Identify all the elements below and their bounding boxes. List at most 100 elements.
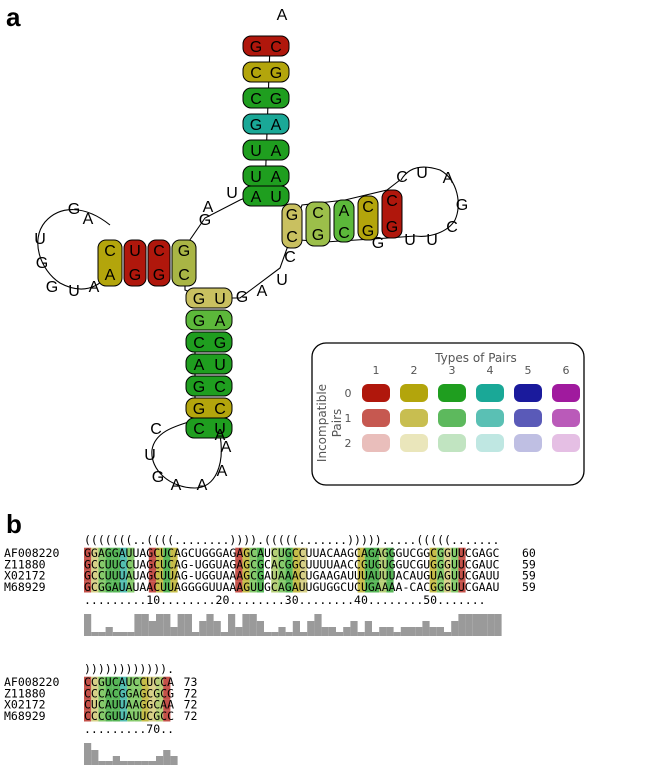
pair-highlight — [105, 710, 113, 722]
pair-highlight — [256, 570, 264, 582]
conservation-bar — [91, 632, 99, 636]
pair-highlight — [372, 570, 380, 582]
pair-highlight — [235, 547, 243, 559]
svg-text:U: U — [416, 165, 428, 182]
svg-text:A: A — [221, 439, 232, 456]
conservation-bar — [127, 632, 135, 636]
svg-text:C: C — [178, 267, 190, 284]
pair-highlight — [242, 581, 250, 593]
pair-highlight — [451, 558, 459, 571]
pair-highlight — [141, 676, 149, 688]
pair-highlight — [98, 676, 106, 688]
legend-swatch-1-3 — [438, 409, 466, 427]
svg-text:C: C — [214, 379, 226, 396]
pair-highlight — [278, 570, 286, 582]
pair-highlight — [148, 699, 156, 711]
legend-row-1: 1 — [345, 412, 352, 425]
svg-text:A: A — [217, 463, 228, 480]
pair-highlight — [292, 558, 300, 571]
sequence-end-index: 72 — [184, 686, 198, 700]
conservation-bar — [451, 621, 459, 636]
pair-highlight — [372, 547, 380, 559]
pair-highlight — [285, 570, 293, 582]
sequence-name: AF008220 — [4, 546, 59, 560]
pair-highlight — [163, 547, 171, 559]
legend-swatch-0-4 — [476, 384, 504, 402]
pair-highlight — [271, 570, 279, 582]
svg-text:C: C — [286, 229, 298, 246]
svg-text:A: A — [215, 313, 226, 330]
legend-col-2: 2 — [411, 364, 418, 377]
svg-text:G: G — [68, 201, 80, 218]
svg-text:C: C — [153, 243, 165, 260]
legend-swatch-0-1 — [362, 384, 390, 402]
svg-text:G: G — [270, 65, 282, 82]
conservation-bar — [321, 627, 329, 636]
svg-text:C: C — [250, 65, 262, 82]
pair-highlight — [127, 581, 135, 593]
pair-highlight — [163, 570, 171, 582]
pair-highlight — [372, 558, 380, 571]
svg-text:C: C — [338, 225, 350, 242]
position-ruler: .........70.. — [84, 722, 174, 736]
legend-swatch-1-6 — [552, 409, 580, 427]
pair-highlight — [278, 558, 286, 571]
svg-text:G: G — [236, 289, 248, 306]
legend-swatch-2-6 — [552, 434, 580, 452]
pair-highlight — [285, 581, 293, 593]
pair-highlight — [98, 687, 106, 700]
pair-highlight — [84, 710, 92, 722]
conservation-bar — [372, 632, 380, 636]
svg-text:U: U — [226, 185, 238, 202]
conservation-bar — [300, 632, 308, 636]
legend-swatch-0-5 — [514, 384, 542, 402]
conservation-bar — [271, 632, 279, 636]
svg-text:G: G — [312, 227, 324, 244]
conservation-bar — [163, 750, 171, 765]
conservation-bar — [228, 614, 236, 636]
pair-highlight — [105, 699, 113, 711]
pair-highlight — [156, 699, 164, 711]
legend-swatch-2-5 — [514, 434, 542, 452]
pair-highlight — [300, 558, 308, 571]
pair-highlight — [127, 676, 135, 688]
svg-text:A: A — [215, 427, 226, 444]
pair-highlight — [249, 558, 257, 571]
svg-text:U: U — [214, 291, 226, 308]
pair-highlight — [278, 547, 286, 559]
svg-text:G: G — [193, 313, 205, 330]
legend-col-4: 4 — [487, 364, 494, 377]
pair-highlight — [458, 570, 466, 582]
conservation-bar — [235, 627, 243, 636]
conservation-bar — [379, 627, 387, 636]
svg-text:C: C — [284, 249, 296, 266]
sequence-end-index: 59 — [522, 569, 536, 583]
pair-highlight — [458, 547, 466, 559]
conservation-bar — [170, 756, 178, 765]
svg-text:G: G — [36, 255, 48, 272]
pair-highlight — [285, 547, 293, 559]
pair-highlight — [170, 581, 178, 593]
conservation-bar — [393, 632, 401, 636]
sequence-end-index: 72 — [184, 698, 198, 712]
svg-text:C: C — [193, 335, 205, 352]
pair-highlight — [429, 581, 437, 593]
svg-text:G: G — [456, 197, 468, 214]
svg-text:A: A — [443, 170, 454, 187]
svg-text:C: C — [270, 39, 282, 56]
svg-text:G: G — [362, 223, 374, 240]
conservation-bar — [285, 632, 293, 636]
pair-highlight — [242, 547, 250, 559]
conservation-bar — [400, 627, 408, 636]
pair-highlight — [105, 570, 113, 582]
pair-highlight — [112, 558, 120, 571]
pair-highlight — [148, 581, 156, 593]
conservation-bar — [156, 614, 164, 636]
svg-text:A: A — [271, 169, 282, 186]
pair-highlight — [91, 570, 99, 582]
svg-text:U: U — [129, 243, 141, 260]
conservation-bar — [141, 761, 149, 765]
legend-row-0: 0 — [345, 387, 352, 400]
